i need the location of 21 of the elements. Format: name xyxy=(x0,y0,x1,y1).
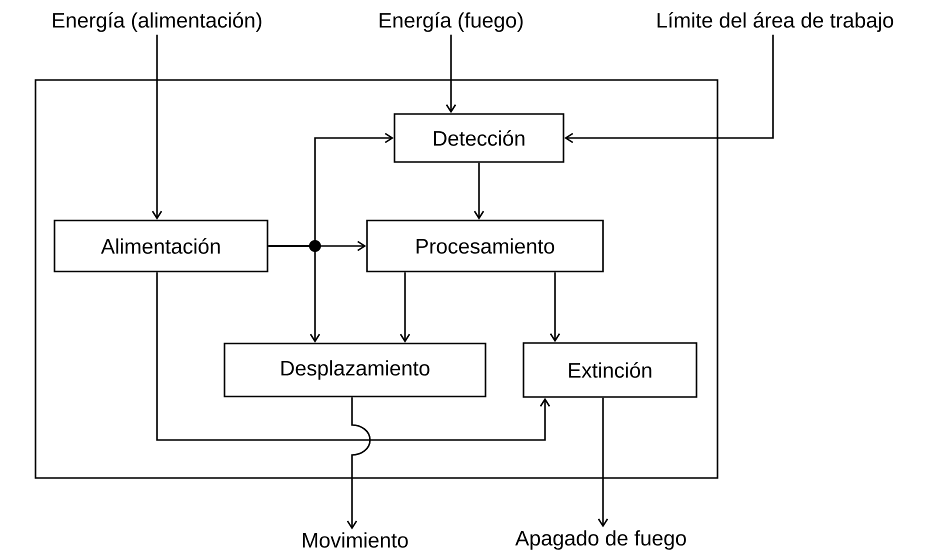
arrow xyxy=(474,162,484,220)
arrow xyxy=(346,397,371,530)
io-label: Energía (alimentación) xyxy=(53,12,262,32)
io-label: Movimiento xyxy=(303,532,408,548)
process-box: Detección xyxy=(394,113,564,163)
process-box: Desplazamiento xyxy=(224,342,486,398)
arrow xyxy=(564,34,774,144)
process-box: Procesamiento xyxy=(366,220,604,272)
arrow xyxy=(152,34,162,220)
io-label: Límite del área de trabajo xyxy=(658,12,894,32)
io-label: Apagado de fuego xyxy=(515,530,686,550)
process-box: Extinción xyxy=(522,342,698,398)
arrow xyxy=(156,272,550,441)
io-label: Energía (fuego) xyxy=(380,12,523,32)
arrow xyxy=(400,272,410,343)
arrow xyxy=(446,34,456,114)
system-boundary-box xyxy=(34,79,718,479)
process-box: Alimentación xyxy=(54,220,268,272)
arrow xyxy=(598,398,608,528)
arrow xyxy=(550,272,560,342)
arrow xyxy=(268,245,320,343)
